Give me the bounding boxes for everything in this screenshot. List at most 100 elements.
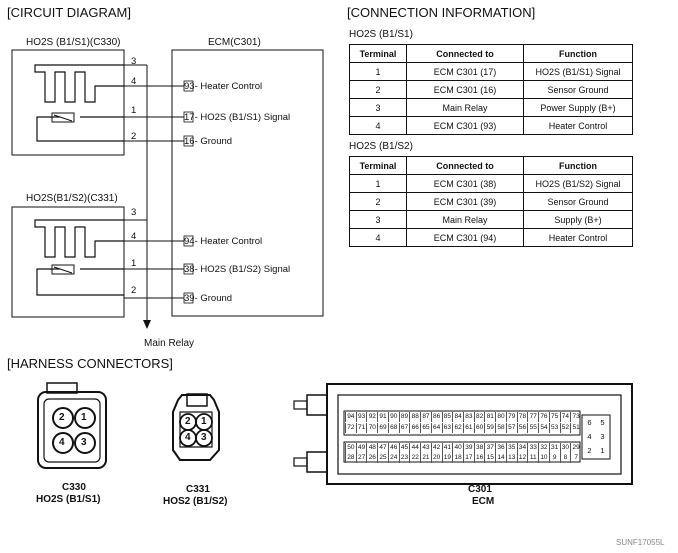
sensor1-label: HO2S (B1/S1)(C330) [26,37,121,48]
c330-connector [37,382,107,469]
c301-pin: 85 [441,412,453,422]
c301-pin: 92 [366,412,377,422]
c301-pin: 87 [420,412,431,422]
c301-pin: 75 [548,412,560,422]
c301-side-pin: 1 [600,446,605,455]
c301-pin: 13 [505,453,517,463]
c301-pin: 78 [516,412,528,422]
c301-pin: 43 [420,443,431,453]
sensor1-heater-element [34,64,124,103]
c301-pin: 7 [570,453,581,463]
ecm-pin-16: 16- Ground [184,136,233,147]
c331-pin: 1 [201,416,207,427]
c301-pin: 74 [559,412,571,422]
c301-pin: 88 [409,412,420,422]
c301-pin: 40 [452,443,463,453]
c301-pin: 60 [473,423,485,433]
c301-pin: 66 [409,423,420,433]
c301-pin: 73 [570,412,581,422]
c301-pin: 49 [355,443,367,453]
c301-side-pin: 3 [600,432,605,441]
c301-pin: 25 [377,453,388,463]
c301-pin: 39 [463,443,474,453]
c301-pin: 45 [398,443,410,453]
c301-pin: 21 [420,453,431,463]
c301-pin: 64 [430,423,442,433]
ecm-box [171,49,324,317]
c301-pin: 19 [441,453,453,463]
c301-pin: 37 [484,443,495,453]
table-row: 2 ECM C301 (39) Sensor Ground [349,192,633,211]
c301-pin: 42 [430,443,442,453]
c301-pin: 82 [473,412,485,422]
c301-pin: 22 [409,453,420,463]
ecm-pin-39: 39- Ground [184,293,233,304]
table2-label: HO2S (B1/S2) [349,141,413,152]
c301-pin: 30 [559,443,571,453]
c331-pin: 4 [185,432,191,443]
sensor2-label: HO2S(B1/S2)(C331) [26,193,118,204]
c301-pin: 32 [538,443,549,453]
c301-pin: 20 [430,453,442,463]
c301-pin: 93 [355,412,367,422]
connection-table-s2: Terminal Connected to Function 1 ECM C30… [349,156,633,247]
main-relay-arrow [143,320,151,329]
main-relay-label: Main Relay [144,338,195,349]
c301-pin: 33 [527,443,538,453]
circuit-diagram-title: [CIRCUIT DIAGRAM] [7,5,131,20]
c301-pin: 11 [527,453,538,463]
c330-pin: 2 [59,412,65,423]
sensor2-signal-circuit [36,268,124,296]
c301-pin: 67 [398,423,410,433]
c301-pin: 94 [345,412,356,422]
c301-pin: 77 [527,412,538,422]
c301-pin: 70 [366,423,377,433]
ecm-pin-38: 38- HO2S (B1/S2) Signal [184,264,291,275]
ecm-pin-17: 17- HO2S (B1/S1) Signal [184,112,291,123]
c301-pin: 10 [538,453,549,463]
c330-pin: 1 [81,412,87,423]
sensor2-heater-element [34,219,124,258]
harness-connectors-title: [HARNESS CONNECTORS] [7,356,173,371]
table-cell: Heater Control [523,228,633,247]
s2-pin-4: 4 [131,231,137,242]
c301-pin: 46 [387,443,399,453]
c330-name: HO2S (B1/S1) [36,494,101,505]
c301-pin: 69 [377,423,388,433]
c301-pin: 81 [484,412,495,422]
c301-pin: 36 [495,443,506,453]
c301-pin: 90 [387,412,399,422]
c301-pin: 23 [398,453,410,463]
c301-side-pin: 5 [600,418,605,427]
c301-side-pin: 2 [587,446,592,455]
c301-pin: 54 [538,423,549,433]
c301-pin: 50 [345,443,356,453]
c301-pin: 34 [516,443,528,453]
s2-pin-2: 2 [131,285,137,296]
c301-pin: 12 [516,453,528,463]
table-row: 1 ECM C301 (17) HO2S (B1/S1) Signal [349,62,633,81]
c301-pin: 58 [495,423,506,433]
c301-code: C301 [468,484,492,495]
c301-pin: 8 [559,453,571,463]
ecm-pin-93: 93- Heater Control [184,81,263,92]
connection-table-s1: Terminal Connected to Function 1 ECM C30… [349,44,633,135]
c301-pin: 31 [548,443,560,453]
table-cell: 4 [349,228,407,247]
c301-pin: 16 [473,453,485,463]
c301-pin: 53 [548,423,560,433]
c301-pin: 83 [463,412,474,422]
figure-code: SUNF17055L [616,538,665,547]
c301-pin: 27 [355,453,367,463]
sensor1-box [11,49,125,156]
c301-pin: 55 [527,423,538,433]
s1-pin-3: 3 [131,56,137,67]
c330-code: C330 [62,482,86,493]
c330-pin: 4 [59,437,65,448]
c301-pin: 35 [505,443,517,453]
c301-pin: 59 [484,423,495,433]
c301-pin: 18 [452,453,463,463]
c301-pin: 68 [387,423,399,433]
